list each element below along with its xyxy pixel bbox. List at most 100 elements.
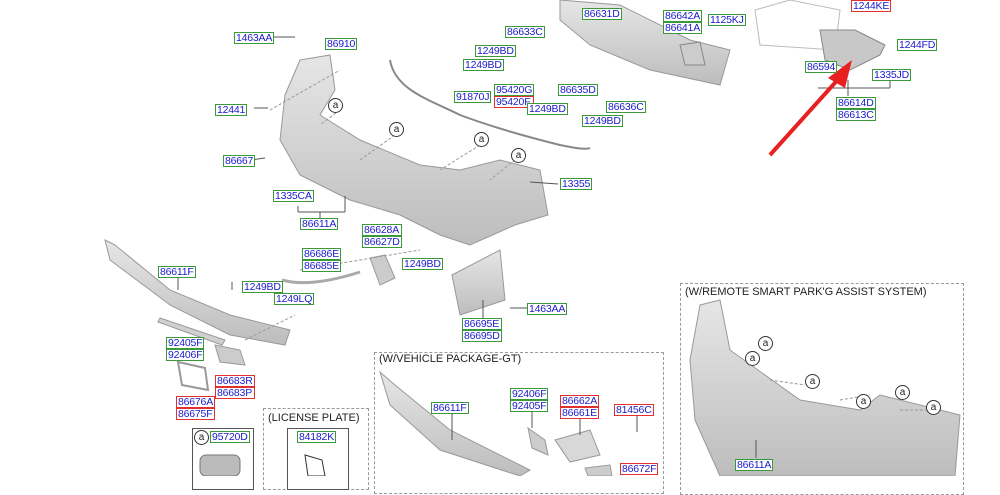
parking-sensor <box>199 454 241 476</box>
callout-a: a <box>856 394 871 409</box>
label-group-86614: 86614D 86613C <box>836 97 876 121</box>
part-label-highlighted[interactable]: 81456C <box>614 404 654 416</box>
side-bracket <box>819 29 886 71</box>
part-label[interactable]: 86667 <box>223 155 256 167</box>
part-label[interactable]: 86910 <box>325 38 358 50</box>
parts-illustration <box>104 0 961 476</box>
part-label[interactable]: 86628A <box>362 224 402 236</box>
label-group-gt-86662: 86662A 86661E <box>560 395 600 419</box>
gt-garnish <box>527 426 549 456</box>
gt-reflector <box>554 429 601 463</box>
label-group-86642: 86642A 86641A <box>663 10 703 34</box>
garnish-strip <box>157 317 226 346</box>
gt-part-86672 <box>584 464 613 476</box>
part-label[interactable]: 1249LQ <box>274 293 315 305</box>
callout-a: a <box>389 122 404 137</box>
part-label[interactable]: 1249BD <box>463 59 504 71</box>
red-arrow-highlight <box>768 60 852 157</box>
part-label[interactable]: 86594 <box>805 61 838 73</box>
reflector <box>214 344 246 366</box>
cover-86628 <box>369 254 396 286</box>
callout-a: a <box>758 336 773 351</box>
part-label[interactable]: 1249BD <box>527 103 568 115</box>
part-label[interactable]: 13355 <box>560 178 593 190</box>
part-label[interactable]: 91870J <box>454 91 492 103</box>
part-label-highlighted[interactable]: 1244KE <box>851 0 892 12</box>
part-label[interactable]: 86631D <box>582 8 622 20</box>
part-label[interactable]: 1463AA <box>234 32 275 44</box>
rspa-bumper-cover <box>689 299 961 476</box>
part-label[interactable]: 95720D <box>210 431 250 443</box>
part-label[interactable]: 1244FD <box>897 39 938 51</box>
part-label[interactable]: 86685E <box>302 260 342 272</box>
license-plate-title: (LICENSE PLATE) <box>268 412 360 424</box>
part-label[interactable]: 86611F <box>158 266 196 278</box>
part-label-highlighted[interactable]: 86675F <box>176 408 216 420</box>
part-label[interactable]: 95420G <box>494 84 535 96</box>
callout-a: a <box>328 98 343 113</box>
label-group-95420: 95420G 95420F <box>494 84 535 108</box>
gt-lower-diffuser <box>379 370 532 476</box>
callout-a: a <box>895 385 910 400</box>
rear-bumper-cover <box>279 54 549 246</box>
part-label[interactable]: 1249BD <box>582 115 623 127</box>
part-label[interactable]: 86695D <box>462 330 502 342</box>
part-label[interactable]: 86613C <box>836 109 876 121</box>
part-label[interactable]: 86627D <box>362 236 402 248</box>
part-label[interactable]: 86642A <box>663 10 703 22</box>
wiring-harness <box>389 59 591 150</box>
trim-86686 <box>281 270 361 285</box>
part-label[interactable]: 1335CA <box>273 190 314 202</box>
part-label[interactable]: 86611A <box>735 459 774 471</box>
part-label[interactable]: 86611F <box>431 402 469 414</box>
part-label[interactable]: 86695E <box>462 318 502 330</box>
vehicle-package-gt-title: (W/VEHICLE PACKAGE-GT) <box>379 353 522 365</box>
air-guide-86695 <box>451 249 506 316</box>
part-label[interactable]: 1249BD <box>475 45 516 57</box>
callout-a: a <box>805 374 820 389</box>
callout-a: a <box>511 148 526 163</box>
part-label[interactable]: 86633C <box>505 26 545 38</box>
label-group-gt-92406: 92406F 92405F <box>510 388 549 412</box>
part-label-highlighted[interactable]: 86661E <box>560 407 600 419</box>
part-label-highlighted[interactable]: 86683R <box>215 375 255 387</box>
part-label[interactable]: 86641A <box>663 22 703 34</box>
part-label-highlighted[interactable]: 86683P <box>215 387 255 399</box>
part-label[interactable]: 92405F <box>510 400 549 412</box>
part-label[interactable]: 86611A <box>300 218 339 230</box>
part-label[interactable]: 1249BD <box>402 258 443 270</box>
part-label-highlighted[interactable]: 86676A <box>176 396 216 408</box>
part-label-highlighted[interactable]: 95420F <box>494 96 535 108</box>
part-label[interactable]: 1335JD <box>872 69 911 81</box>
label-group-86683: 86683R 86683P <box>215 375 255 399</box>
reflector-bezel <box>176 360 210 392</box>
callout-a: a <box>194 430 209 445</box>
part-label[interactable]: 86635D <box>558 84 598 96</box>
part-label[interactable]: 1125KJ <box>708 14 746 26</box>
label-group-86695: 86695E 86695D <box>462 318 502 342</box>
part-label-highlighted[interactable]: 86662A <box>560 395 600 407</box>
label-group-92405: 92405F 92406F <box>166 337 205 361</box>
part-label[interactable]: 1463AA <box>527 303 568 315</box>
part-label[interactable]: 12441 <box>215 104 248 116</box>
label-group-86628: 86628A 86627D <box>362 224 402 248</box>
bracket-86641 <box>679 41 706 66</box>
part-label[interactable]: 86686E <box>302 248 342 260</box>
label-group-86686: 86686E 86685E <box>302 248 342 272</box>
part-label[interactable]: 86614D <box>836 97 876 109</box>
part-label[interactable]: 92406F <box>166 349 205 361</box>
part-label[interactable]: 86636C <box>606 101 646 113</box>
callout-a: a <box>745 351 760 366</box>
part-label[interactable]: 92405F <box>166 337 205 349</box>
part-label[interactable]: 84182K <box>297 431 337 443</box>
callout-a: a <box>474 132 489 147</box>
lower-diffuser <box>104 239 291 346</box>
remote-park-assist-section <box>680 283 964 495</box>
label-group-86676: 86676A 86675F <box>176 396 216 420</box>
part-label-highlighted[interactable]: 86672F <box>620 463 659 475</box>
remote-park-assist-title: (W/REMOTE SMART PARK'G ASSIST SYSTEM) <box>685 286 927 298</box>
license-plate-bracket <box>304 454 326 476</box>
part-label[interactable]: 1249BD <box>242 281 283 293</box>
part-label[interactable]: 92406F <box>510 388 549 400</box>
callout-a: a <box>926 400 941 415</box>
